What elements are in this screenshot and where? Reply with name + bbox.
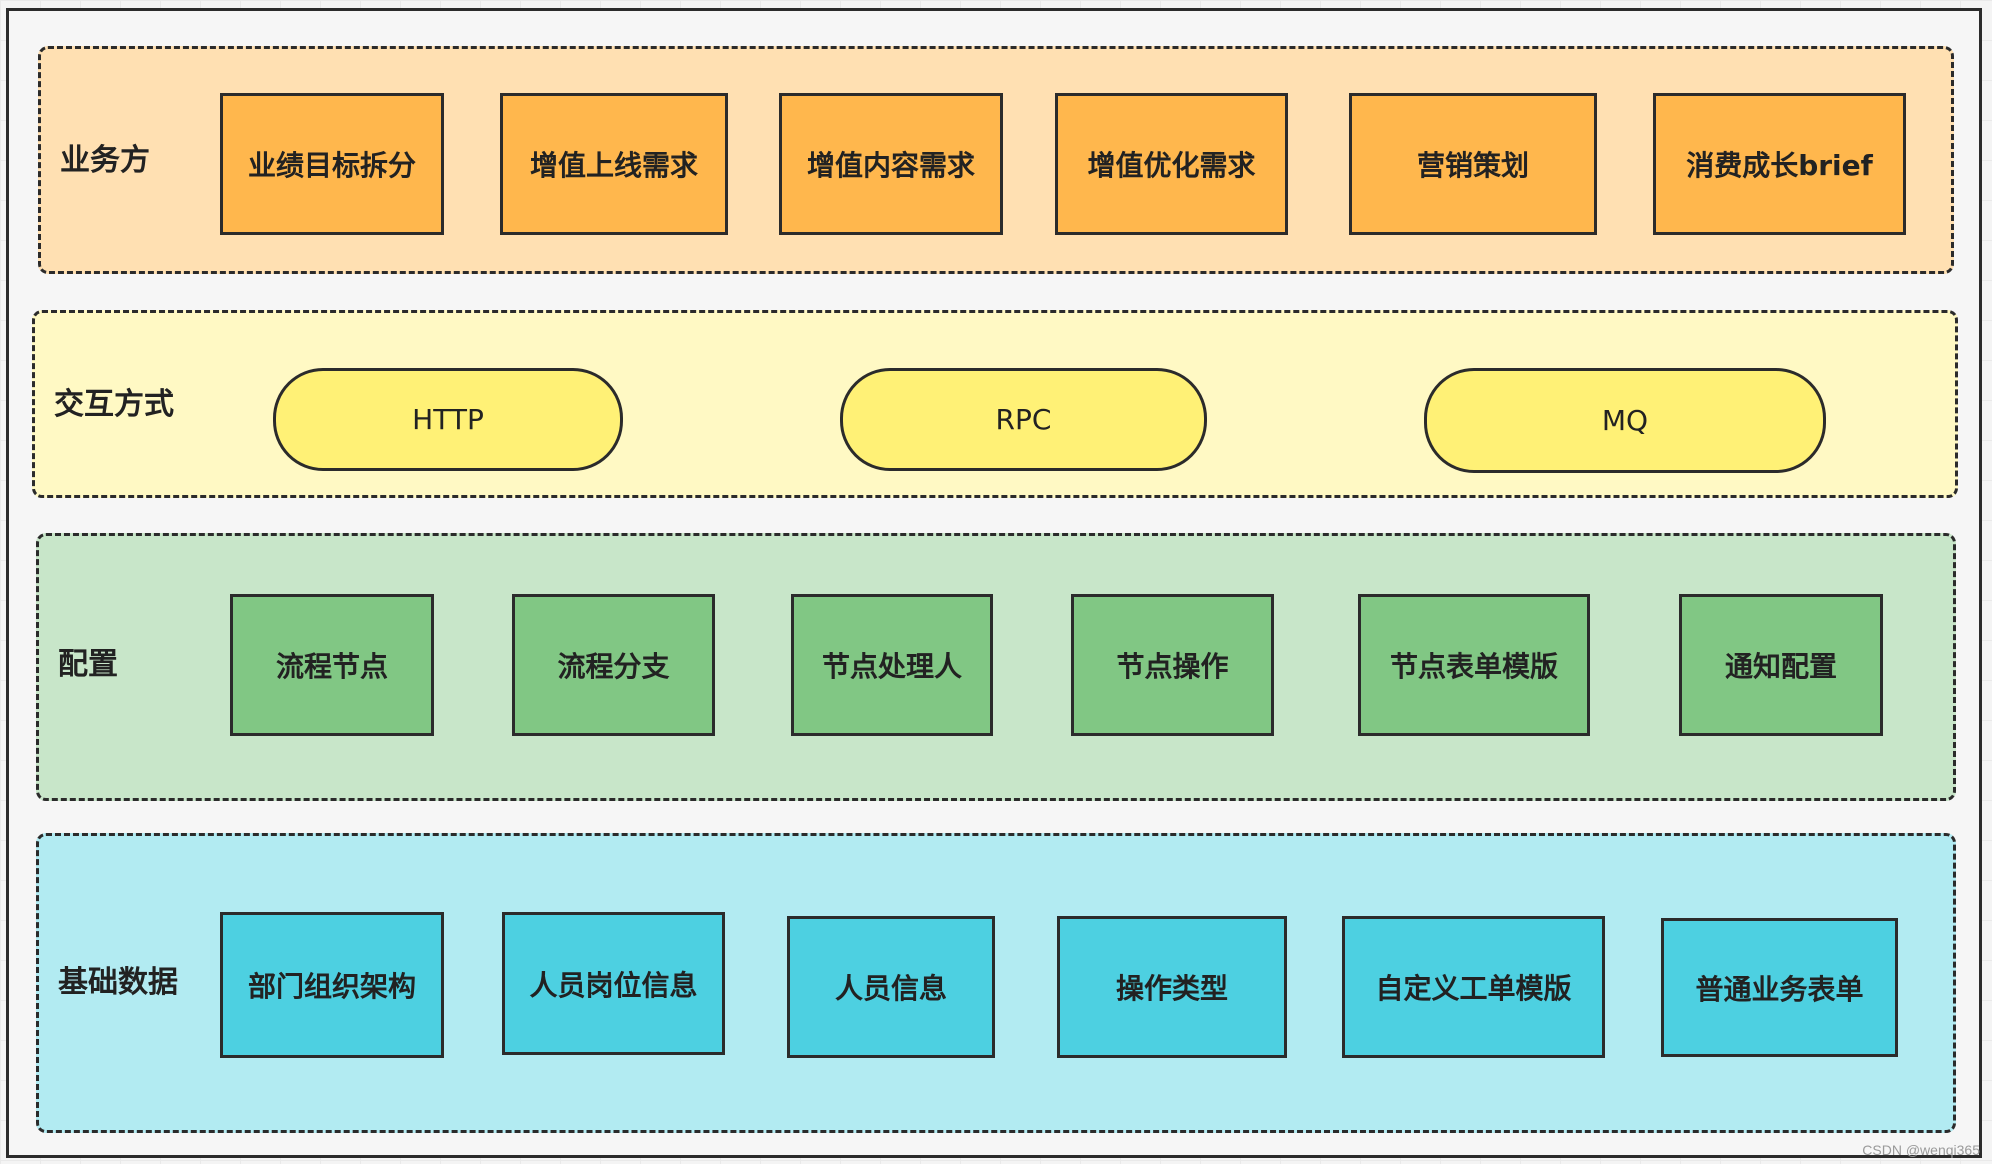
layer-base-data-label: 基础数据 [58, 965, 178, 1000]
box-base-data-4: 自定义工单模版 [1342, 916, 1605, 1058]
box-business-2: 增值内容需求 [779, 93, 1003, 235]
pill-http: HTTP [273, 368, 623, 471]
box-config-2: 节点处理人 [791, 594, 993, 736]
box-business-1: 增值上线需求 [500, 93, 728, 235]
box-config-3: 节点操作 [1071, 594, 1274, 736]
pill-rpc: RPC [840, 368, 1207, 471]
box-config-4: 节点表单模版 [1358, 594, 1590, 736]
box-base-data-2: 人员信息 [787, 916, 995, 1058]
layer-interaction-label: 交互方式 [54, 387, 174, 422]
box-config-5: 通知配置 [1679, 594, 1883, 736]
box-base-data-0: 部门组织架构 [220, 912, 444, 1058]
box-business-4: 营销策划 [1349, 93, 1597, 235]
box-business-5: 消费成长brief [1653, 93, 1906, 235]
watermark: CSDN @wenqi365 [1862, 1142, 1980, 1158]
box-base-data-1: 人员岗位信息 [502, 912, 725, 1055]
box-base-data-5: 普通业务表单 [1661, 918, 1898, 1057]
box-base-data-3: 操作类型 [1057, 916, 1287, 1058]
box-business-0: 业绩目标拆分 [220, 93, 444, 235]
box-config-0: 流程节点 [230, 594, 434, 736]
layer-config-label: 配置 [58, 647, 118, 682]
pill-mq: MQ [1424, 368, 1826, 473]
layer-business-label: 业务方 [60, 143, 150, 178]
box-business-3: 增值优化需求 [1055, 93, 1288, 235]
box-config-1: 流程分支 [512, 594, 715, 736]
